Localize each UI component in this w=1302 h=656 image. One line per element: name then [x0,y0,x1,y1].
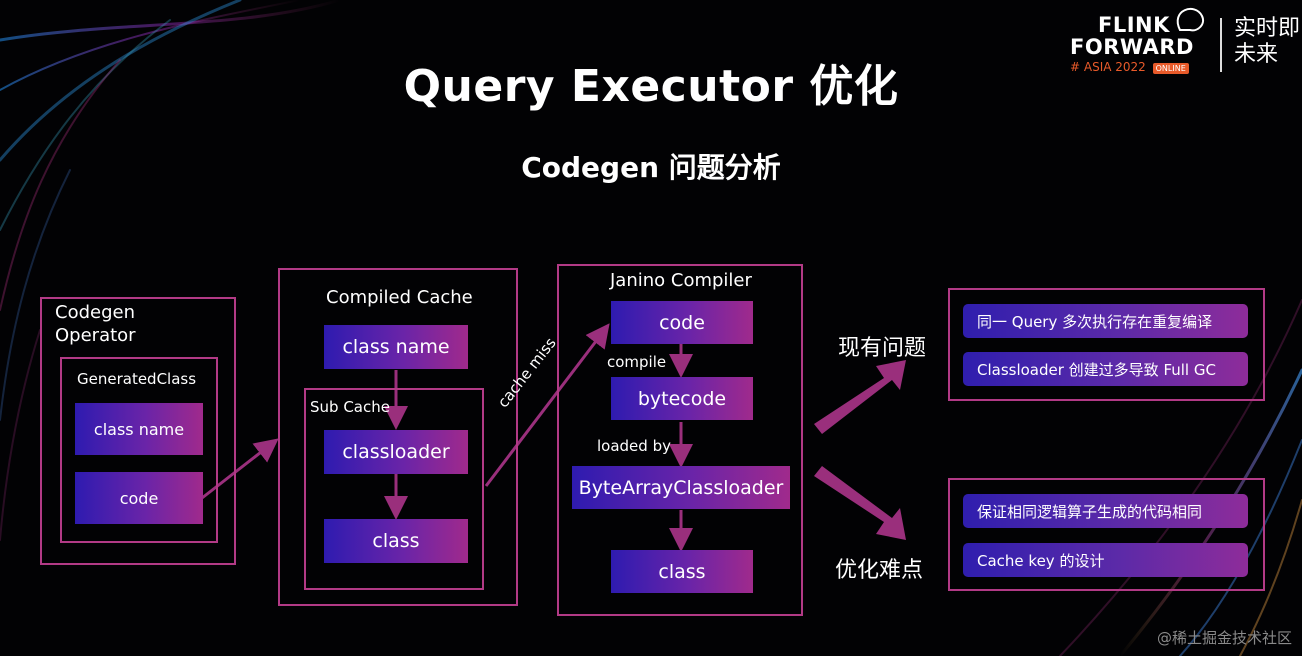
sub-cache-label: Sub Cache [310,398,390,416]
arrow-code-to-cache [201,438,279,500]
slide-title: Query Executor 优化 [403,61,899,112]
generated-class-frame [60,357,218,543]
difficulties-frame [948,478,1265,591]
slide-subtitle: Codegen 问题分析 [521,151,781,184]
operator-class-name-box: class name [75,403,203,455]
codegen-operator-label-line2: Operator [55,325,136,346]
sub-cache-frame [304,388,484,590]
existing-issue-item: 同一 Query 多次执行存在重复编译 [963,304,1248,338]
codegen-operator-frame [40,297,236,565]
left-streaks [0,0,342,541]
flink-forward-logo: FLINK FORWARD # ASIA 2022 ONLINE [1070,14,1220,74]
compiled-cache-label: Compiled Cache [326,287,473,308]
compile-label: compile [607,353,667,371]
logo-slogan-line2: 未来 [1234,42,1279,67]
operator-code-box: code [75,472,203,524]
logo-divider [1220,18,1222,72]
byte-array-classloader-box: ByteArrayClassloader [572,466,790,509]
janino-class-box: class [611,550,753,593]
janino-bytecode-box: bytecode [611,377,753,420]
difficulties-label: 优化难点 [835,558,924,583]
logo-asia-text: # ASIA 2022 [1070,60,1146,74]
logo-slogan-line1: 实时即 [1234,16,1301,41]
generated-class-label: GeneratedClass [77,370,197,388]
codegen-operator-label-line1: Codegen [55,302,135,323]
logo-line2: FORWARD [1070,35,1194,59]
compiled-cache-frame [278,268,518,606]
difficulty-item: 保证相同逻辑算子生成的代码相同 [963,494,1248,528]
arrow-to-difficulties [814,466,906,540]
arrow-to-existing-issues [814,360,906,434]
logo-line3: # ASIA 2022 ONLINE [1070,60,1220,74]
difficulty-item: Cache key 的设计 [963,543,1248,577]
janino-code-box: code [611,301,753,344]
cache-classloader-box: classloader [324,430,468,474]
logo-line1: FLINK [1098,13,1170,37]
existing-issue-item: Classloader 创建过多导致 Full GC [963,352,1248,386]
loaded-by-label: loaded by [597,437,671,455]
janino-compiler-label: Janino Compiler [610,270,752,291]
cache-class-name-box: class name [324,325,468,369]
logo-slogan: 实时即 未来 [1234,16,1300,68]
logo-online-badge: ONLINE [1152,63,1189,74]
arrow-cache-miss [484,323,610,487]
existing-issues-frame [948,288,1265,401]
watermark: @稀土掘金技术社区 [1156,629,1292,647]
existing-issues-label: 现有问题 [838,336,927,361]
cache-class-box: class [324,519,468,563]
janino-compiler-frame [557,264,803,616]
